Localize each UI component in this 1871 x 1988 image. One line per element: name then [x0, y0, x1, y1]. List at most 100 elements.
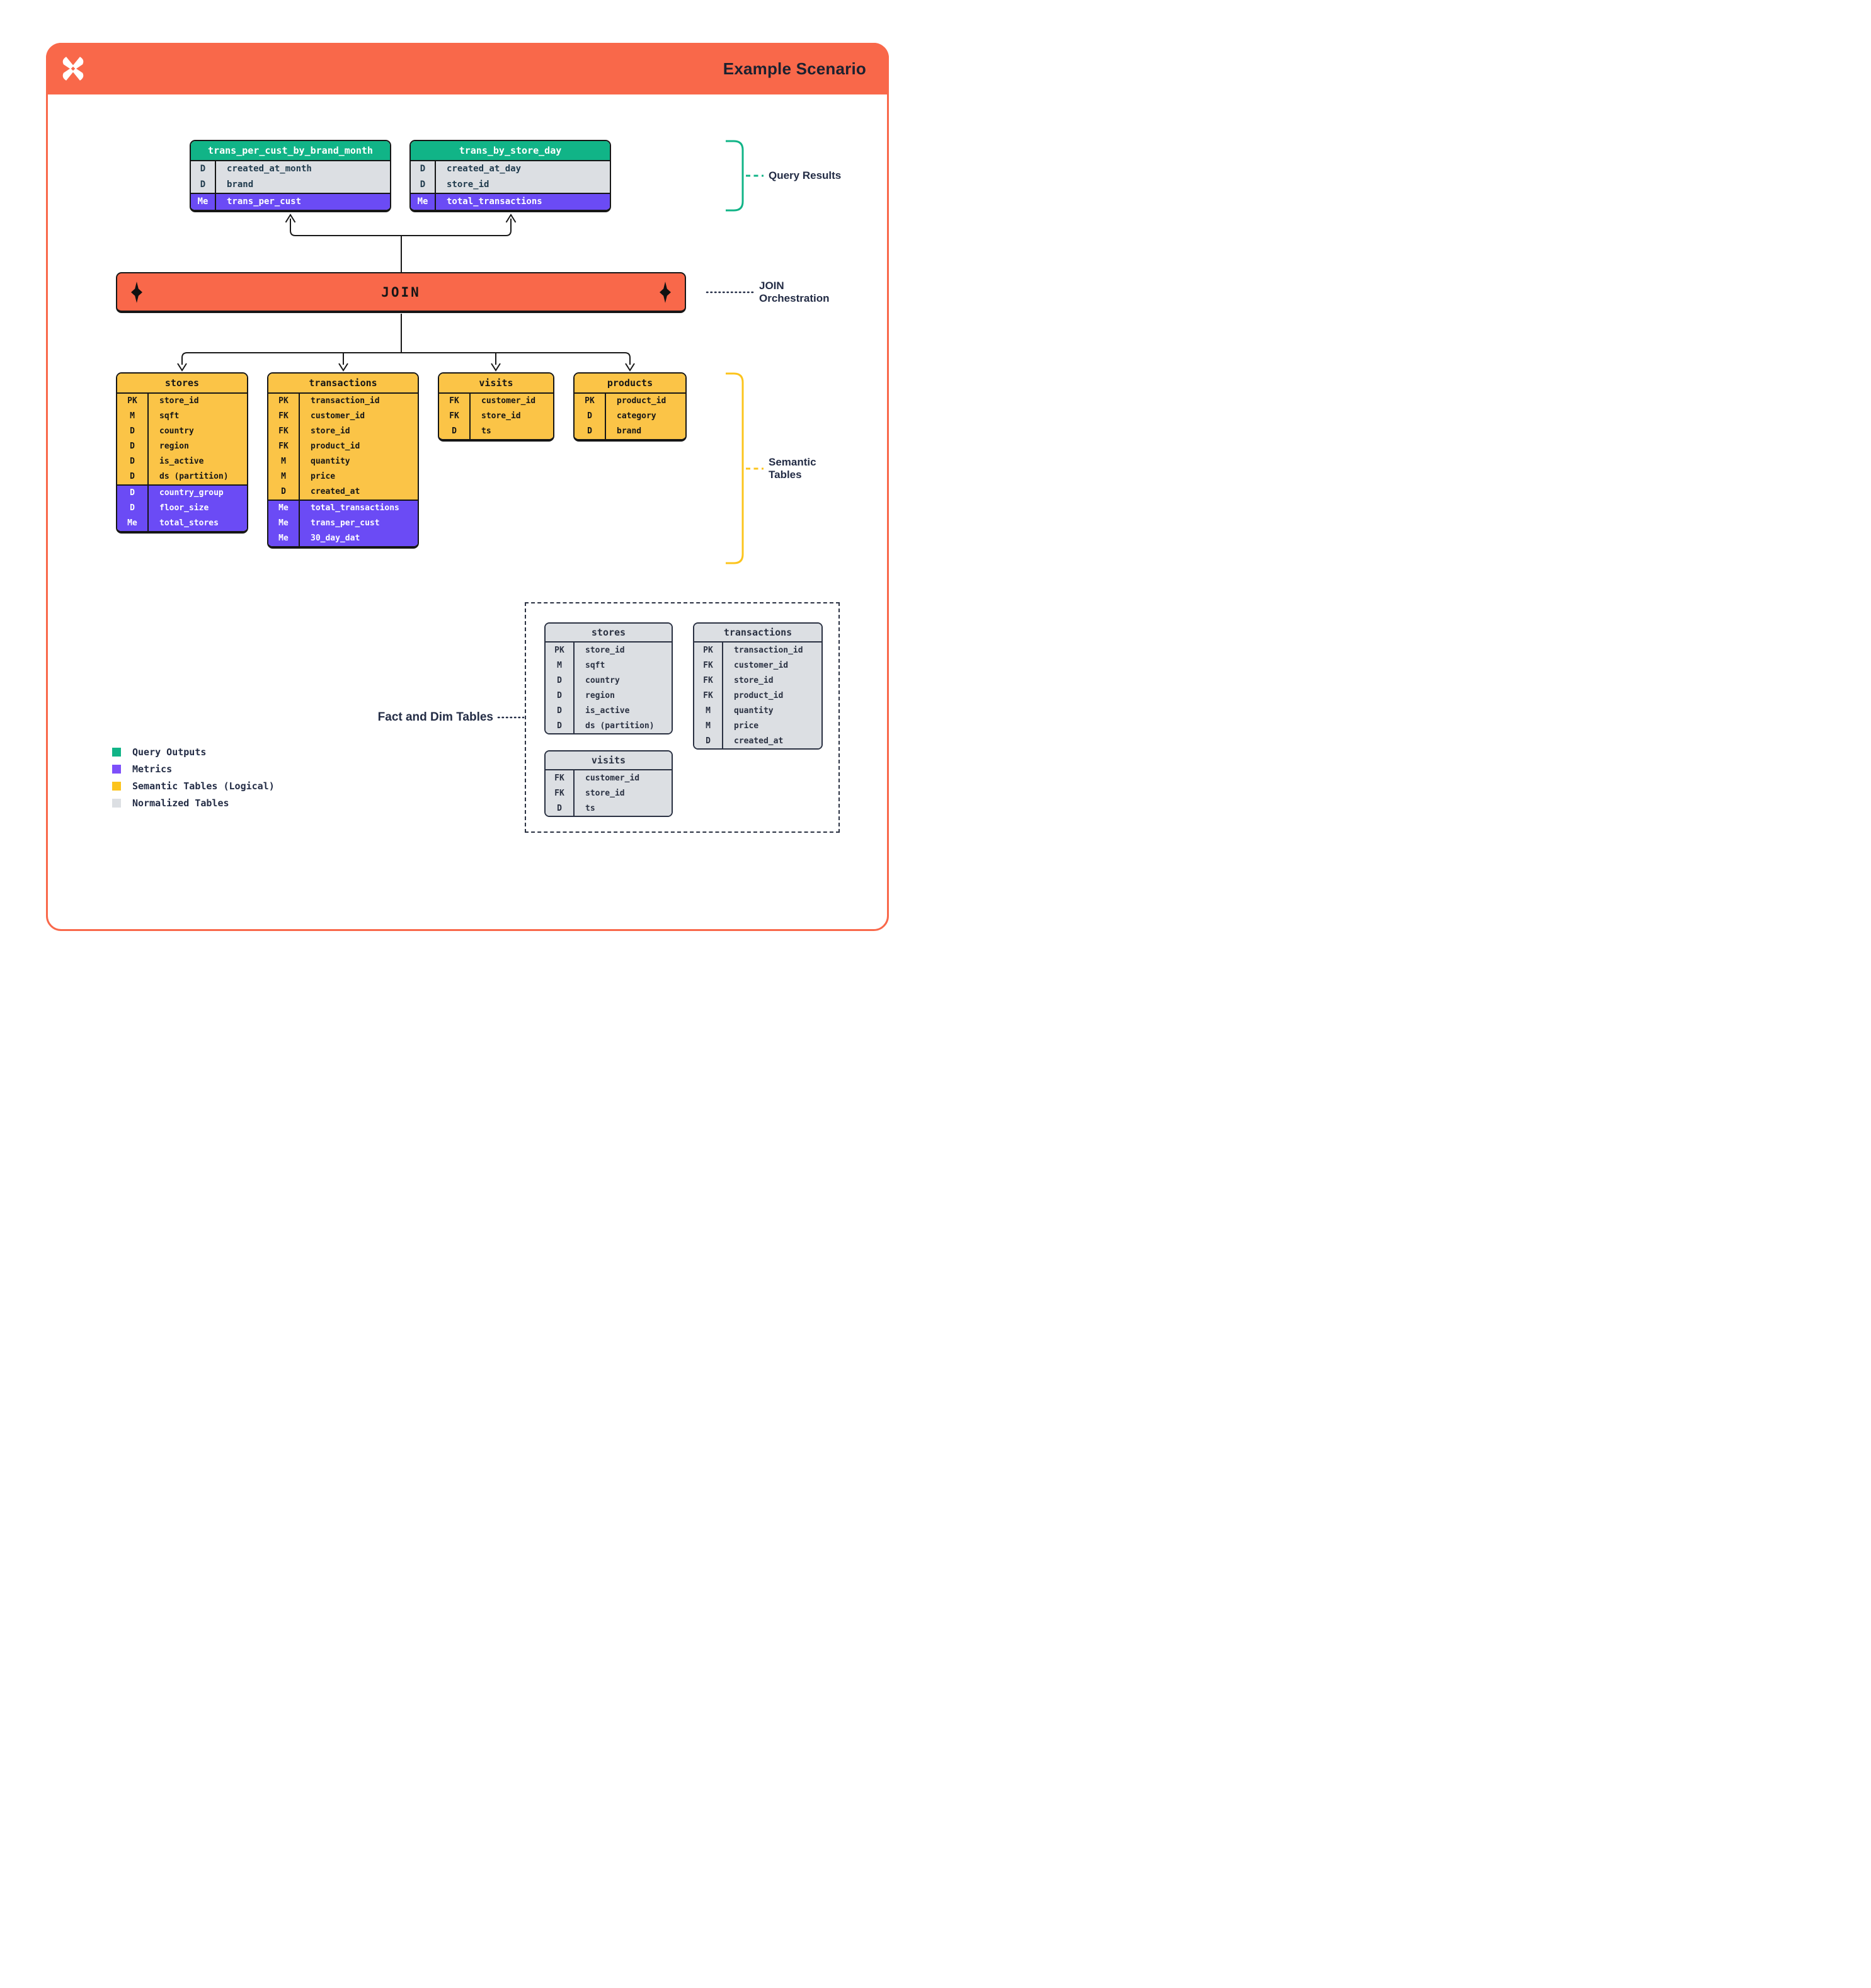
join-bar: JOIN — [116, 272, 686, 313]
legend-item: Semantic Tables (Logical) — [112, 777, 275, 794]
table-title: stores — [546, 624, 672, 643]
column-name: store_id — [159, 396, 199, 406]
column-key: D — [117, 454, 149, 469]
arrowhead-down-4 — [625, 363, 635, 372]
column-key: M — [694, 718, 723, 733]
column-name: sqft — [585, 660, 605, 670]
join-orchestration-label: JOIN Orchestration — [759, 280, 829, 305]
table-title: trans_per_cust_by_brand_month — [191, 141, 390, 161]
column-name: ds (partition) — [585, 721, 655, 731]
column-key: FK — [546, 785, 575, 801]
column-key: D — [117, 485, 149, 501]
column-key: PK — [694, 643, 723, 658]
legend-label: Query Outputs — [132, 746, 207, 758]
arrowhead-down-1 — [177, 363, 187, 372]
table-row: FK product_id — [268, 438, 418, 454]
table-title: trans_by_store_day — [411, 141, 610, 161]
column-name: customer_id — [585, 773, 640, 783]
arrowhead-up-right — [505, 214, 517, 223]
column-key: D — [546, 801, 575, 816]
legend-label: Normalized Tables — [132, 797, 229, 809]
column-key: FK — [694, 673, 723, 688]
column-key: Me — [411, 193, 436, 210]
query-results-bracket — [726, 140, 744, 212]
column-key: D — [694, 733, 723, 748]
connector-up-branch — [290, 219, 512, 236]
column-key: D — [117, 423, 149, 439]
column-name: product_id — [311, 442, 360, 451]
column-name: region — [585, 690, 615, 700]
column-key: Me — [191, 193, 216, 210]
table-title: transactions — [268, 374, 418, 394]
column-name: customer_id — [481, 396, 536, 406]
join-orchestration-label-line1: JOIN — [759, 280, 784, 292]
column-name: total_stores — [159, 518, 219, 528]
column-key: FK — [268, 438, 300, 454]
legend-swatch — [112, 747, 121, 757]
column-name: country — [159, 426, 194, 436]
column-key: M — [694, 703, 723, 718]
column-name: customer_id — [311, 411, 365, 421]
column-name: is_active — [585, 706, 630, 716]
column-name: ts — [585, 803, 595, 813]
column-name: store_id — [481, 411, 521, 421]
column-name: created_at — [311, 487, 360, 496]
column-key: PK — [575, 393, 606, 409]
column-key: M — [268, 469, 300, 484]
arrowhead-down-3 — [491, 363, 501, 372]
column-key: PK — [268, 393, 300, 409]
column-key: D — [439, 423, 471, 439]
legend-swatch — [112, 798, 121, 808]
column-key: PK — [546, 643, 575, 658]
column-name: store_id — [447, 180, 489, 190]
legend-swatch — [112, 764, 121, 774]
arrowhead-down-2 — [338, 363, 348, 372]
semantic-tables-label-line2: Tables — [769, 469, 802, 481]
column-key: D — [117, 500, 149, 516]
column-name: product_id — [734, 690, 784, 700]
diamond-spark-icon — [131, 281, 142, 303]
column-name: created_at_day — [447, 164, 522, 174]
column-name: floor_size — [159, 503, 209, 513]
column-name: price — [734, 721, 759, 731]
connector-down-branch — [181, 352, 631, 365]
column-key: D — [575, 408, 606, 424]
column-key: D — [191, 176, 216, 193]
column-name: sqft — [159, 411, 180, 421]
